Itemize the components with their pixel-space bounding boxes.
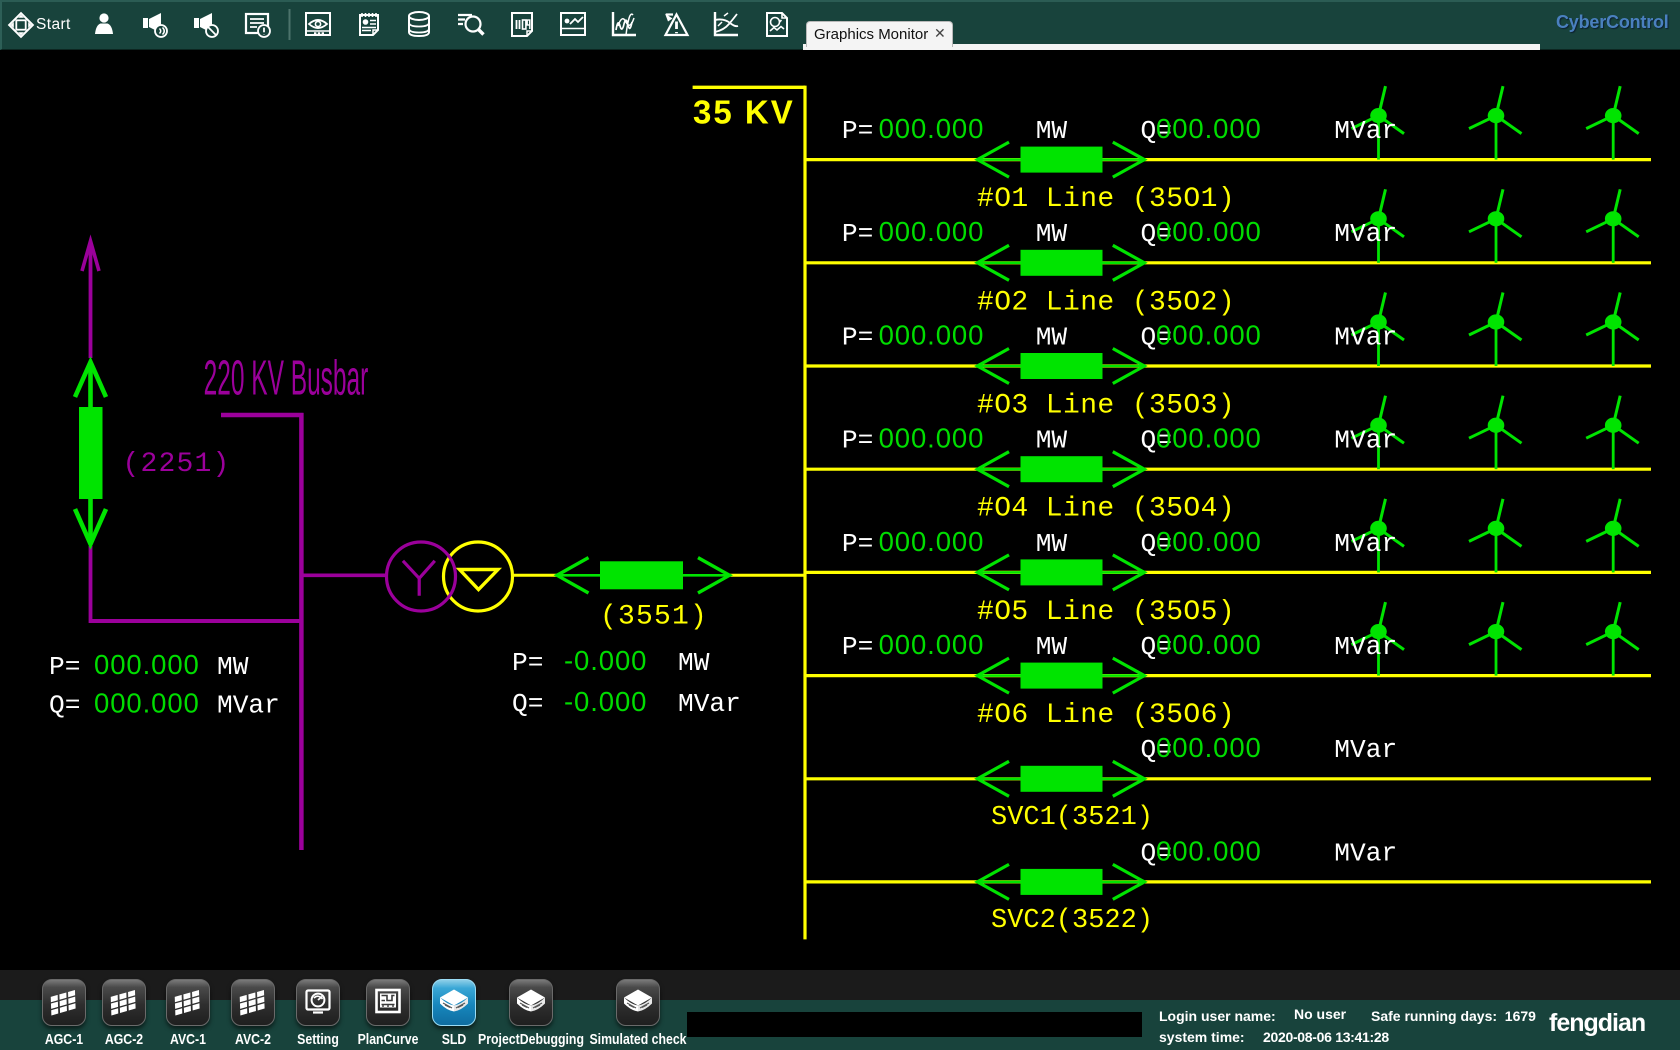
svg-text:MW: MW xyxy=(1036,116,1068,146)
svg-text:Q=: Q= xyxy=(1141,322,1172,352)
svg-text:#O2 Line (35O2): #O2 Line (35O2) xyxy=(977,287,1235,318)
svg-text:000.000: 000.000 xyxy=(879,216,985,247)
svg-text:MW: MW xyxy=(1036,632,1068,662)
svg-text:P=: P= xyxy=(842,322,873,352)
svg-text:P=: P= xyxy=(842,426,873,456)
svg-text:000.000: 000.000 xyxy=(879,113,985,144)
svg-text:000.000: 000.000 xyxy=(1156,732,1262,763)
svg-text:#O1 Line (35O1): #O1 Line (35O1) xyxy=(977,184,1235,215)
svg-text:000.000: 000.000 xyxy=(879,319,985,350)
svg-text:MW: MW xyxy=(1036,529,1068,559)
svg-text:000.000: 000.000 xyxy=(1156,319,1262,350)
svg-text:000.000: 000.000 xyxy=(1156,835,1262,866)
svg-text:MVar: MVar xyxy=(1334,322,1397,352)
svg-text:-0.000: -0.000 xyxy=(564,645,647,676)
svg-text:35 KV: 35 KV xyxy=(693,94,795,131)
svg-text:000.000: 000.000 xyxy=(94,649,200,680)
svg-text:MVar: MVar xyxy=(1334,116,1397,146)
svg-text:000.000: 000.000 xyxy=(1156,113,1262,144)
svg-text:MVar: MVar xyxy=(217,691,280,721)
svg-text:Q=: Q= xyxy=(1141,116,1172,146)
svg-text:SVC2(3522): SVC2(3522) xyxy=(991,906,1153,936)
svg-text:MW: MW xyxy=(1036,219,1068,249)
svg-text:P=: P= xyxy=(842,116,873,146)
svg-text:#O4 Line (35O4): #O4 Line (35O4) xyxy=(977,494,1235,525)
svg-text:000.000: 000.000 xyxy=(94,688,200,719)
svg-text:MVar: MVar xyxy=(1334,632,1397,662)
svg-text:MVar: MVar xyxy=(1334,426,1397,456)
svg-text:MVar: MVar xyxy=(1334,219,1397,249)
svg-text:P=: P= xyxy=(512,648,543,678)
svg-text:000.000: 000.000 xyxy=(879,423,985,454)
svg-text:MW: MW xyxy=(678,648,710,678)
svg-text:#O3 Line (35O3): #O3 Line (35O3) xyxy=(977,391,1235,422)
svg-text:MW: MW xyxy=(1036,322,1068,352)
svg-text:(2251): (2251) xyxy=(123,449,231,480)
svg-text:P=: P= xyxy=(49,652,80,682)
svg-text:Q=: Q= xyxy=(1141,632,1172,662)
svg-text:(3551): (3551) xyxy=(600,602,708,633)
svg-text:#O5 Line (35O5): #O5 Line (35O5) xyxy=(977,597,1235,628)
svg-text:Q=: Q= xyxy=(1141,735,1172,765)
svg-text:MVar: MVar xyxy=(1334,529,1397,559)
svg-text:-0.000: -0.000 xyxy=(564,686,647,717)
svg-text:Q=: Q= xyxy=(1141,838,1172,868)
svg-text:MVar: MVar xyxy=(678,689,741,719)
svg-text:P=: P= xyxy=(842,529,873,559)
svg-text:000.000: 000.000 xyxy=(879,629,985,660)
svg-text:000.000: 000.000 xyxy=(879,526,985,557)
svg-text:000.000: 000.000 xyxy=(1156,423,1262,454)
svg-text:Q=: Q= xyxy=(512,689,543,719)
svg-text:220 KV Busbar: 220 KV Busbar xyxy=(204,351,369,405)
svg-text:Q=: Q= xyxy=(49,691,80,721)
svg-text:P=: P= xyxy=(842,219,873,249)
svg-text:Q=: Q= xyxy=(1141,219,1172,249)
svg-text:Q=: Q= xyxy=(1141,426,1172,456)
svg-text:000.000: 000.000 xyxy=(1156,526,1262,557)
svg-text:MVar: MVar xyxy=(1334,735,1397,765)
svg-text:#O6 Line (35O6): #O6 Line (35O6) xyxy=(977,700,1235,731)
svg-text:000.000: 000.000 xyxy=(1156,629,1262,660)
svg-text:000.000: 000.000 xyxy=(1156,216,1262,247)
svg-text:MW: MW xyxy=(1036,426,1068,456)
svg-text:SVC1(3521): SVC1(3521) xyxy=(991,803,1153,833)
svg-text:Q=: Q= xyxy=(1141,529,1172,559)
svg-text:MVar: MVar xyxy=(1334,838,1397,868)
svg-text:MW: MW xyxy=(217,652,249,682)
svg-text:P=: P= xyxy=(842,632,873,662)
